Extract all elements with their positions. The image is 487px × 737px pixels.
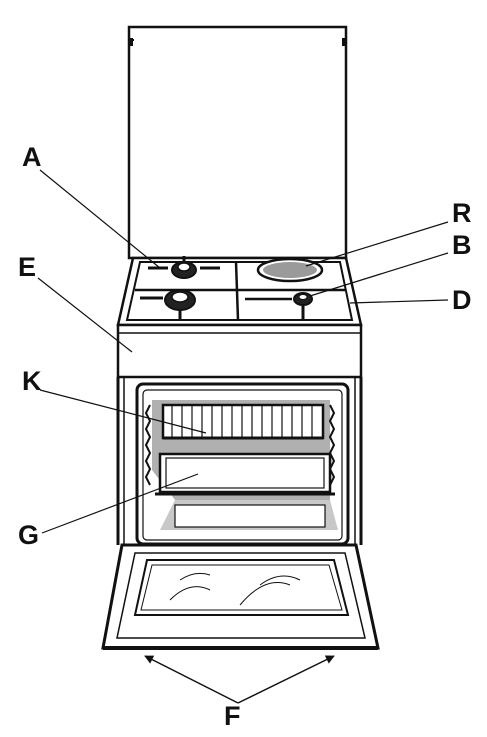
- callout-A: [39, 169, 161, 269]
- hotplate: [256, 257, 324, 283]
- burner-rear-left: [148, 256, 220, 279]
- burner-front-right: [245, 292, 313, 319]
- cooker-body: [116, 377, 363, 545]
- label-K: K: [22, 366, 42, 396]
- label-A: A: [22, 142, 42, 172]
- label-F: F: [224, 701, 241, 731]
- drip-tray: [155, 452, 335, 496]
- callout-K: [39, 389, 207, 434]
- wire-shelf: [161, 403, 325, 440]
- callout-F-arrows: [144, 655, 335, 704]
- callout-lines: [37, 169, 449, 534]
- oven-door: [101, 543, 380, 650]
- callout-B: [309, 252, 449, 297]
- label-R: R: [452, 198, 472, 228]
- callout-G: [41, 473, 199, 534]
- label-G: G: [18, 520, 40, 550]
- control-panel: [116, 323, 363, 379]
- lid: [127, 25, 348, 260]
- label-B: B: [452, 230, 472, 260]
- label-E: E: [18, 252, 37, 282]
- label-D: D: [452, 285, 472, 315]
- callout-D: [349, 299, 449, 304]
- callout-E: [37, 277, 133, 353]
- burner-front-left: [140, 289, 196, 320]
- callout-R: [305, 221, 449, 267]
